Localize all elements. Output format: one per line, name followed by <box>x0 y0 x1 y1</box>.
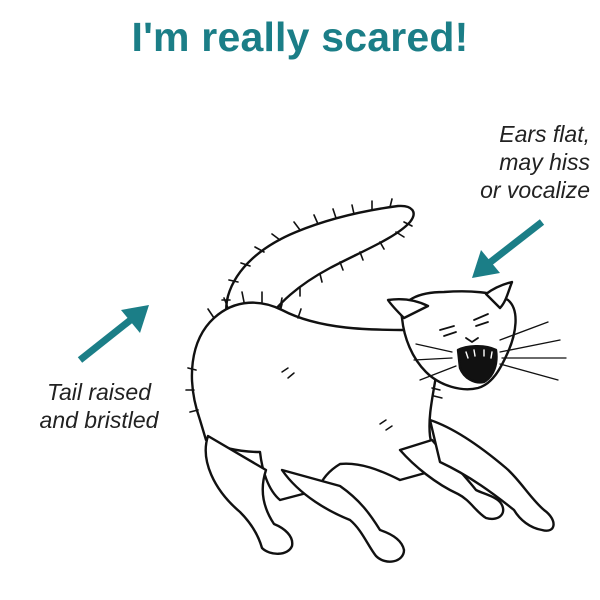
ears-callout-line-2: may hiss <box>499 149 590 175</box>
cat-back-right-leg <box>280 468 406 563</box>
ears-callout-line-1: Ears flat, <box>499 121 590 147</box>
cat-ear-left <box>386 298 430 320</box>
tail-callout-line-1: Tail raised <box>47 379 151 405</box>
ears-callout-line-3: or vocalize <box>480 177 590 203</box>
scared-cat-illustration <box>185 198 567 563</box>
cat-body <box>190 301 439 502</box>
tail-callout: Tail raised and bristled <box>14 378 184 434</box>
cat-ear-right <box>484 280 514 310</box>
cat-front-right-leg <box>428 418 555 532</box>
arrow-down-left-icon <box>472 219 545 278</box>
page-title: I'm really scared! <box>131 14 469 60</box>
tail-callout-line-2: and bristled <box>39 407 159 433</box>
cat-back-left-leg <box>204 434 294 555</box>
cat-whiskers <box>413 321 567 381</box>
arrow-up-right-icon <box>77 305 149 363</box>
ears-callout: Ears flat, may hiss or vocalize <box>430 120 590 204</box>
